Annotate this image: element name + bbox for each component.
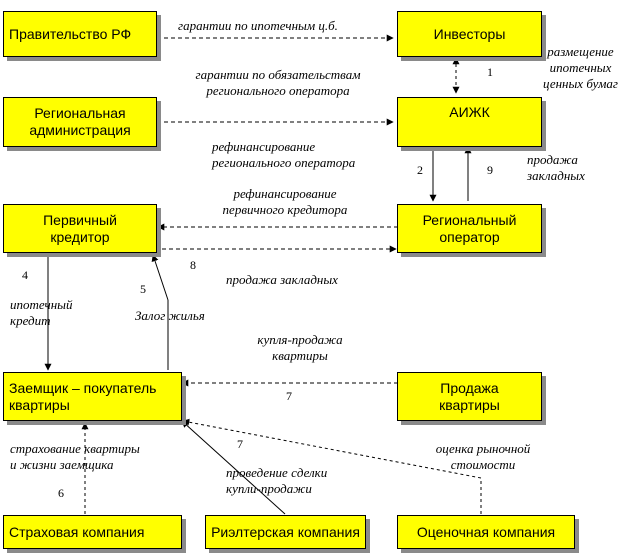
node-investors-label: Инвесторы <box>433 25 506 42</box>
label-refinancing-primary-line1: рефинансирование <box>233 186 337 201</box>
node-regional-operator-line1: Региональный <box>422 211 517 228</box>
node-aijk: АИЖК <box>397 97 542 147</box>
step-number-9: 9 <box>487 163 493 177</box>
edge-appraisal-borrower-diag <box>182 418 482 479</box>
label-housing-pledge: Залог жилья <box>135 308 205 323</box>
label-refinancing-primary: рефинансирование первичного кредитора <box>205 186 365 218</box>
edge-borrower-creditor-tip <box>151 254 169 301</box>
node-aijk-label: АИЖК <box>449 104 490 120</box>
label-placement-line2: ипотечных <box>549 60 612 75</box>
label-purchase-sale-line1: купля-продажа <box>257 332 343 347</box>
label-insurance-line1: страхование квартиры <box>10 441 140 456</box>
node-apartment-sale-line2: квартиры <box>439 396 500 413</box>
label-guarantees-mortgage: гарантии по ипотечным ц.б. <box>178 18 338 33</box>
step-number-8: 8 <box>190 258 196 272</box>
node-government: Правительство РФ <box>3 11 157 57</box>
label-guarantees-operator-line1: гарантии по обязательствам <box>195 67 361 82</box>
label-insurance-line2: и жизни заемщика <box>10 457 114 472</box>
node-regional-admin-line2: администрация <box>29 122 131 138</box>
node-primary-creditor-line1: Первичный <box>43 211 117 228</box>
node-regional-admin-line1: Региональная <box>34 105 126 121</box>
step-number-7b: 7 <box>237 437 243 451</box>
node-regional-operator-line2: оператор <box>439 228 500 245</box>
label-refinancing-operator: рефинансирование регионального оператора <box>212 139 355 171</box>
step-number-6: 6 <box>58 486 64 500</box>
label-mortgage-credit-line2: кредит <box>10 313 51 328</box>
label-guarantees-operator-line2: регионального оператора <box>206 83 350 98</box>
label-sale-mortgages-2: продажа закладных <box>226 272 338 287</box>
label-mortgage-credit-line1: ипотечный <box>10 297 73 312</box>
node-investors: Инвесторы <box>397 11 542 57</box>
label-insurance: страхование квартиры и жизни заемщика <box>10 441 140 473</box>
node-insurance-company-label: Страховая компания <box>9 523 145 540</box>
label-sale-mortgages-1: продажа закладных <box>527 152 585 184</box>
step-number-5: 5 <box>140 282 146 296</box>
node-apartment-sale-line1: Продажа <box>440 379 499 396</box>
label-sale-mortgages-1-line1: продажа <box>527 152 578 167</box>
label-placement-line1: размещение <box>547 44 614 59</box>
step-number-4: 4 <box>22 268 28 282</box>
label-refinancing-operator-line2: регионального оператора <box>212 155 356 170</box>
label-conduct-deal-line1: проведение сделки <box>226 465 328 480</box>
label-market-value: оценка рыночной стоимости <box>418 441 548 473</box>
node-appraisal-company: Оценочная компания <box>397 515 575 549</box>
label-refinancing-operator-line1: рефинансирование <box>212 139 316 154</box>
label-purchase-sale: купля-продажа квартиры <box>240 332 360 364</box>
edge-realtor-borrower <box>181 420 286 515</box>
label-conduct-deal-line2: купли-продажи <box>226 481 312 496</box>
node-borrower-line1: Заемщик – покупатель <box>9 379 157 396</box>
label-placement-line3: ценных бумаг <box>543 76 618 91</box>
node-primary-creditor-line2: кредитор <box>50 228 110 245</box>
step-number-2: 2 <box>417 163 423 177</box>
label-placement: размещение ипотечных ценных бумаг <box>528 44 633 92</box>
node-realtor-company: Риэлтерская компания <box>205 515 366 549</box>
step-number-1: 1 <box>487 65 493 79</box>
label-market-value-line1: оценка рыночной <box>435 441 531 456</box>
label-refinancing-primary-line2: первичного кредитора <box>222 202 348 217</box>
label-market-value-line2: стоимости <box>450 457 516 472</box>
node-borrower-line2: квартиры <box>9 396 70 413</box>
node-realtor-company-label: Риэлтерская компания <box>211 523 360 540</box>
node-government-label: Правительство РФ <box>9 25 132 42</box>
step-number-7a: 7 <box>286 389 292 403</box>
node-appraisal-company-label: Оценочная компания <box>416 523 556 540</box>
label-guarantees-operator: гарантии по обязательствам регионального… <box>178 67 378 99</box>
label-purchase-sale-line2: квартиры <box>272 348 328 363</box>
label-mortgage-credit: ипотечный кредит <box>10 297 72 329</box>
label-conduct-deal: проведение сделки купли-продажи <box>226 465 327 497</box>
node-insurance-company: Страховая компания <box>3 515 182 549</box>
label-sale-mortgages-1-line2: закладных <box>527 168 585 183</box>
